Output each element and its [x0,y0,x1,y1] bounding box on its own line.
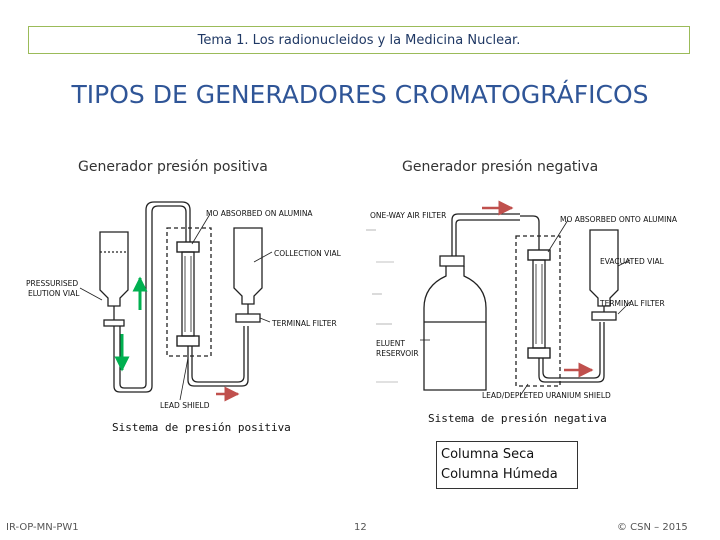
label-eluent: ELUENT [376,339,405,348]
label-pressurised: PRESSURISED [26,279,78,288]
faint-marks [366,229,398,383]
footer-copyright: © CSN – 2015 [617,522,688,533]
subtitle-negative: Generador presión negativa [402,159,599,175]
label-lead-shield-positive: LEAD SHIELD [160,401,210,410]
eluent-reservoir-icon [423,255,487,391]
collection-vial-icon [233,227,263,323]
header-topic: Tema 1. Los radionucleidos y la Medicina… [197,32,521,48]
label-elution-vial: ELUTION VIAL [28,289,80,298]
subtitle-positive: Generador presión positiva [78,159,268,175]
positive-system [79,201,273,401]
elution-vial-icon [99,231,129,327]
page-number: 12 [354,522,367,533]
caption-negative: Sistema de presión negativa [428,412,607,425]
negative-system [366,213,631,397]
label-reservoir: RESERVOIR [376,349,419,358]
generator-diagram: MO ABSORBED ON ALUMINA COLLECTION VIAL P… [26,200,678,434]
label-evacuated-vial: EVACUATED VIAL [600,257,665,266]
header-box: Tema 1. Los radionucleidos y la Medicina… [28,26,690,54]
evacuated-vial-icon [589,229,619,321]
label-mo-absorbed-negative: MO ABSORBED ONTO ALUMINA [560,215,678,224]
label-air-filter: ONE-WAY AIR FILTER [370,211,446,220]
caption-positive: Sistema de presión positiva [112,421,291,434]
label-collection-vial: COLLECTION VIAL [274,249,342,258]
legend-box: Columna Seca Columna Húmeda [436,441,578,489]
label-lead-shield-negative: LEAD/DEPLETED URANIUM SHIELD [482,391,611,400]
label-mo-absorbed-positive: MO ABSORBED ON ALUMINA [206,209,313,218]
legend-wet: Columna Húmeda [441,467,558,482]
label-terminal-filter-negative: TERMINAL FILTER [599,299,665,308]
label-terminal-filter-positive: TERMINAL FILTER [271,319,337,328]
footer-code: IR-OP-MN-PW1 [6,522,79,533]
legend-dry: Columna Seca [441,447,535,462]
slide-title: TIPOS DE GENERADORES CROMATOGRÁFICOS [71,80,649,109]
